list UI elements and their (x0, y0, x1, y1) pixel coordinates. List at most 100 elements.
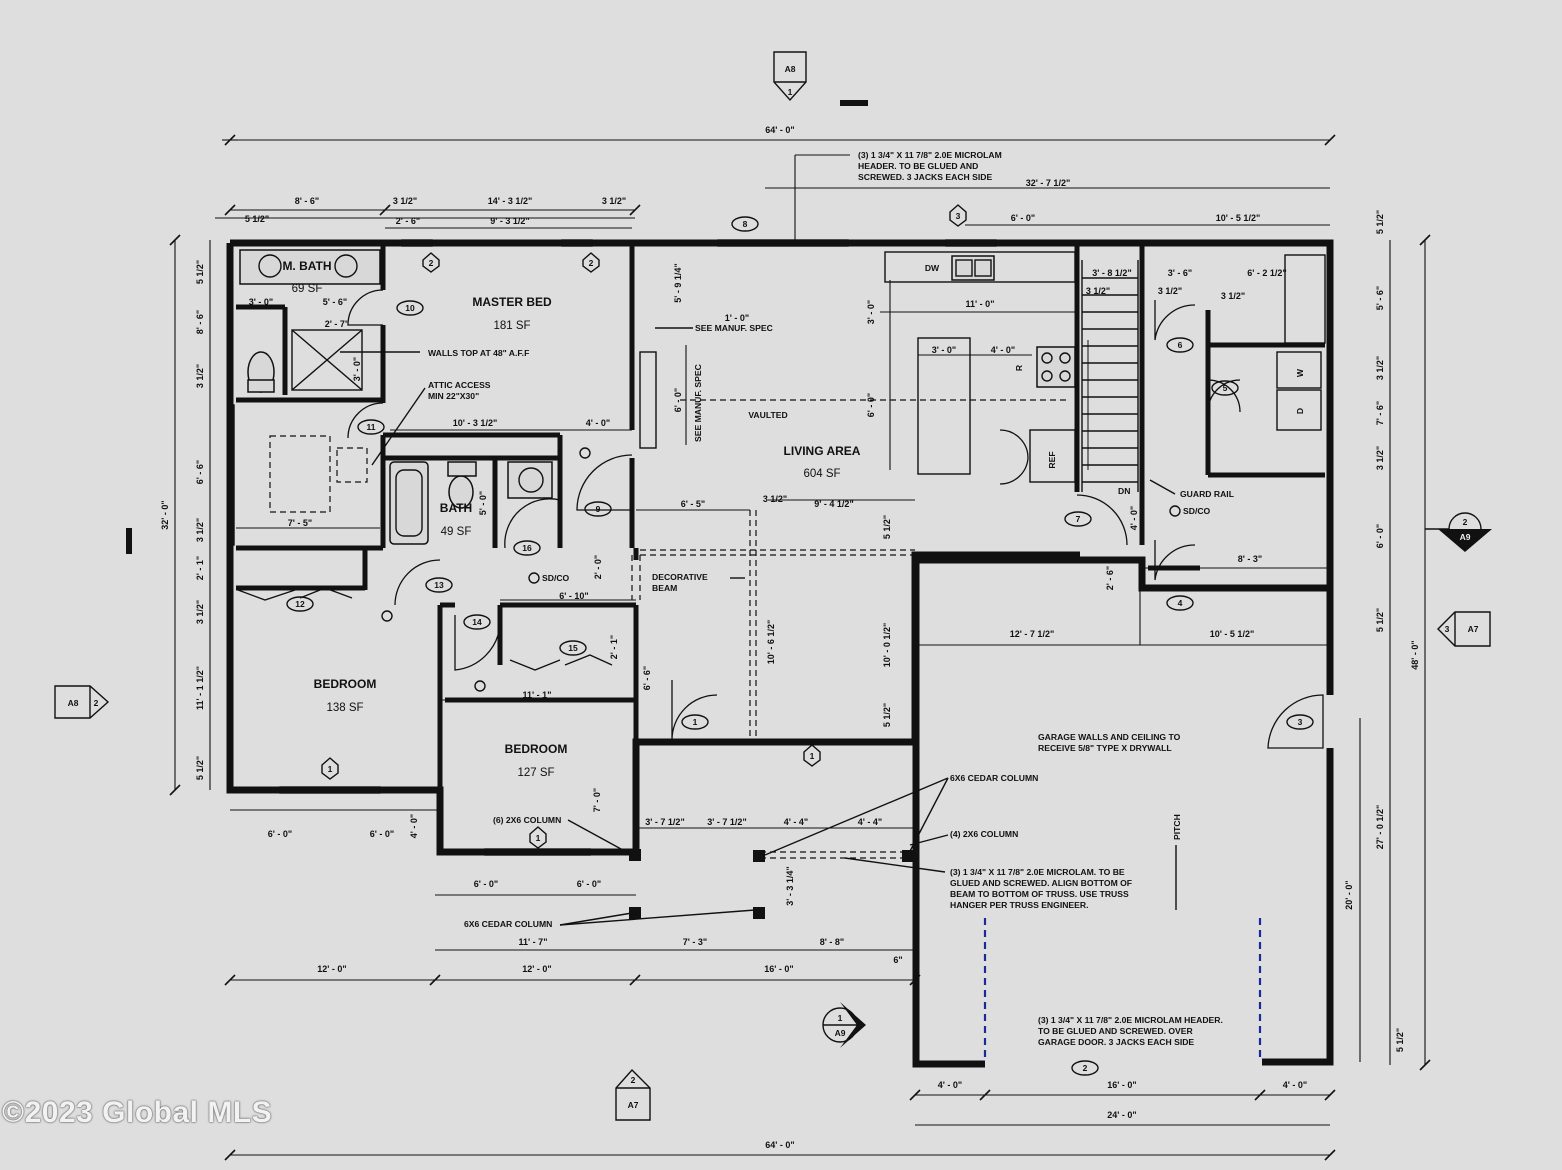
note-garage-header-2: TO BE GLUED AND SCREWED. OVER (1038, 1026, 1193, 1036)
section-bottom-a9-sheet: A9 (835, 1028, 846, 1038)
svg-text:32' - 7 1/2": 32' - 7 1/2" (1026, 178, 1070, 188)
svg-text:14' - 3 1/2": 14' - 3 1/2" (488, 196, 532, 206)
section-bottom-a9-num: 1 (838, 1013, 843, 1023)
svg-text:4' - 0": 4' - 0" (409, 814, 419, 838)
washer-label: W (1295, 368, 1305, 377)
svg-text:3' - 8 1/2": 3' - 8 1/2" (1092, 268, 1131, 278)
dashed-lines (631, 399, 1262, 1062)
note-cedar-column-2: 6X6 CEDAR COLUMN (464, 919, 552, 929)
svg-text:4' - 0": 4' - 0" (991, 345, 1015, 355)
svg-text:5' - 6": 5' - 6" (1375, 286, 1385, 310)
window-tag-e: 1 (529, 826, 547, 849)
door-tag-3: 3 (1286, 714, 1314, 730)
section-top-sheet: A8 (785, 64, 796, 74)
room-area-bedroom-2: 127 SF (517, 767, 554, 779)
door-tag-10: 10 (396, 300, 424, 316)
window-tag-f: 1 (803, 744, 821, 767)
svg-text:10' - 5 1/2": 10' - 5 1/2" (1210, 629, 1254, 639)
svg-text:3' - 3 1/4": 3' - 3 1/4" (785, 866, 795, 905)
windows (227, 239, 997, 856)
section-marker-bottom-a9: 1 A9 (822, 1002, 866, 1048)
svg-text:6' - 6": 6' - 6" (195, 460, 205, 484)
svg-text:6' - 0": 6' - 0" (866, 393, 876, 417)
columns (126, 100, 914, 919)
section-right-a9-sheet: A9 (1460, 532, 1471, 542)
doors (237, 289, 1324, 749)
svg-text:2: 2 (429, 258, 434, 268)
svg-text:6' - 6": 6' - 6" (642, 666, 652, 690)
note-manuf-spec-v: SEE MANUF. SPEC (693, 364, 703, 442)
appliance-labels: DW REF W D R SD/CO SD/CO (381, 263, 1305, 692)
svg-text:3 1/2": 3 1/2" (195, 364, 205, 388)
note-header-top-1: (3) 1 3/4" X 11 7/8" 2.0E MICROLAM (858, 150, 1002, 160)
svg-text:2' - 1": 2' - 1" (195, 556, 205, 580)
svg-text:6' - 0": 6' - 0" (673, 388, 683, 412)
svg-text:8' - 6": 8' - 6" (195, 310, 205, 334)
door-tag-7: 7 (1064, 511, 1092, 527)
room-name-bedroom-1: BEDROOM (314, 677, 377, 691)
section-marker-top: A8 1 (773, 51, 807, 102)
section-left-sheet: A8 (68, 698, 79, 708)
notes: (3) 1 3/4" X 11 7/8" 2.0E MICROLAM HEADE… (428, 150, 1234, 1047)
svg-text:5 1/2": 5 1/2" (245, 214, 269, 224)
note-decorative-2: BEAM (652, 583, 677, 593)
svg-text:10: 10 (405, 303, 415, 313)
svg-text:3 1/2": 3 1/2" (1375, 356, 1385, 380)
room-area-master-bath: 69 SF (292, 283, 323, 295)
svg-text:5' - 9 1/4": 5' - 9 1/4" (673, 263, 683, 302)
door-tag-13: 13 (425, 577, 453, 593)
svg-text:6' - 2 1/2": 6' - 2 1/2" (1247, 268, 1286, 278)
sdco-label-a: SD/CO (1183, 506, 1211, 516)
watermark: ©2023 Global MLS (2, 1096, 273, 1129)
svg-text:4' - 4": 4' - 4" (784, 817, 808, 827)
svg-text:11' - 1 1/2": 11' - 1 1/2" (195, 666, 205, 710)
note-garage-header-3: GARAGE DOOR. 3 JACKS EACH SIDE (1038, 1037, 1194, 1047)
svg-text:3' - 0": 3' - 0" (932, 345, 956, 355)
svg-text:16' - 0": 16' - 0" (1107, 1080, 1136, 1090)
note-garage-1: GARAGE WALLS AND CEILING TO (1038, 732, 1181, 742)
svg-text:1: 1 (810, 751, 815, 761)
svg-text:3 1/2": 3 1/2" (195, 518, 205, 542)
note-2x6-column-a: (4) 2X6 COLUMN (950, 829, 1018, 839)
note-beam-4: HANGER PER TRUSS ENGINEER. (950, 900, 1088, 910)
svg-text:9: 9 (596, 504, 601, 514)
svg-text:3' - 7 1/2": 3' - 7 1/2" (645, 817, 684, 827)
section-marker-left: A8 2 (54, 685, 110, 719)
door-tag-2: 2 (1071, 1060, 1099, 1076)
svg-text:2' - 0": 2' - 0" (593, 555, 603, 579)
svg-text:7: 7 (1076, 514, 1081, 524)
note-beam-1: (3) 1 3/4" X 11 7/8" 2.0E MICROLAM. TO B… (950, 867, 1125, 877)
svg-text:3' - 0": 3' - 0" (866, 300, 876, 324)
door-tag-11: 11 (357, 419, 385, 435)
section-left-num: 2 (94, 698, 99, 708)
svg-text:10' - 6 1/2": 10' - 6 1/2" (766, 620, 776, 664)
svg-text:4' - 0": 4' - 0" (1129, 506, 1139, 530)
note-attic-1: ATTIC ACCESS (428, 380, 491, 390)
svg-text:5 1/2": 5 1/2" (1395, 1028, 1405, 1052)
svg-text:8: 8 (743, 219, 748, 229)
door-tag-8: 8 (731, 216, 759, 232)
svg-text:32' - 0": 32' - 0" (160, 500, 170, 529)
room-name-master-bath: M. BATH (282, 259, 331, 273)
stairs (1081, 260, 1139, 492)
section-right-a7-sheet: A7 (1468, 624, 1479, 634)
svg-text:2' - 6": 2' - 6" (1105, 566, 1115, 590)
svg-text:48' - 0": 48' - 0" (1410, 640, 1420, 669)
svg-text:3' - 7 1/2": 3' - 7 1/2" (707, 817, 746, 827)
svg-text:4' - 0": 4' - 0" (586, 418, 610, 428)
note-dn: DN (1118, 486, 1130, 496)
garage-wall-right (1262, 748, 1334, 1066)
note-walls-top: WALLS TOP AT 48" A.F.F (428, 348, 529, 358)
svg-text:12' - 7 1/2": 12' - 7 1/2" (1010, 629, 1054, 639)
bath-fixtures (239, 249, 553, 545)
svg-text:16: 16 (522, 543, 532, 553)
svg-text:4: 4 (1178, 598, 1183, 608)
svg-text:6' - 0": 6' - 0" (268, 829, 292, 839)
svg-text:3 1/2": 3 1/2" (195, 600, 205, 624)
svg-text:4' - 4": 4' - 4" (858, 817, 882, 827)
svg-text:9' - 3 1/2": 9' - 3 1/2" (490, 216, 529, 226)
svg-text:7' - 0": 7' - 0" (592, 788, 602, 812)
svg-text:6' - 10": 6' - 10" (559, 591, 588, 601)
svg-text:7' - 3": 7' - 3" (683, 937, 707, 947)
